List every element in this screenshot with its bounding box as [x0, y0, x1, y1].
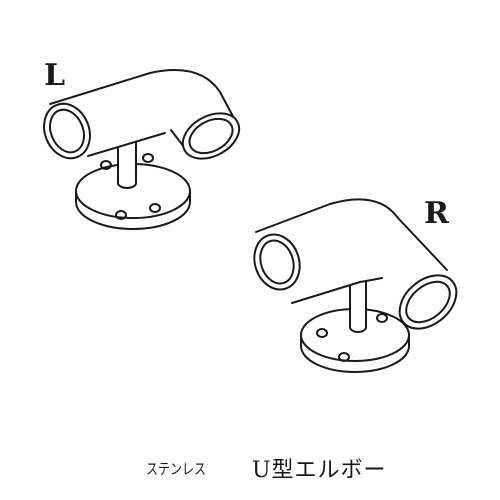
- screw-hole-icon: [116, 211, 126, 219]
- screw-hole-icon: [317, 329, 327, 337]
- screw-hole-icon: [377, 314, 387, 322]
- screw-holes-right: [317, 314, 387, 361]
- elbow-right-drawing: [247, 199, 466, 372]
- pipe-opening-right-a: [247, 229, 306, 296]
- pipe-opening-left-a: [36, 97, 98, 165]
- screw-hole-icon: [339, 353, 349, 361]
- screw-holes-left: [101, 154, 160, 219]
- support-post-right: [350, 281, 366, 332]
- screw-hole-icon: [150, 204, 160, 212]
- pipe-opening-left-b: [175, 104, 247, 167]
- product-caption: U型エルボー: [252, 458, 387, 483]
- elbow-left-drawing: [36, 70, 247, 229]
- elbow-pipe-right: [256, 199, 447, 303]
- support-post-left: [118, 136, 136, 188]
- screw-hole-icon: [143, 154, 153, 162]
- material-caption: ステンレス: [146, 460, 207, 478]
- screw-hole-icon: [101, 161, 111, 169]
- variant-label-left: L: [44, 58, 66, 93]
- pipe-opening-right-b: [389, 265, 466, 340]
- variant-label-right: R: [424, 196, 449, 231]
